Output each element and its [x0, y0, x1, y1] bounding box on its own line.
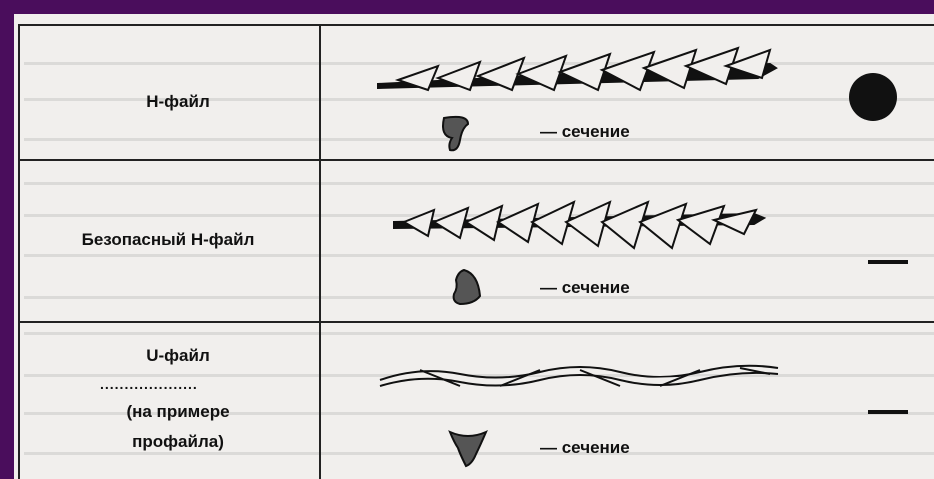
- note-line-1: (на примере: [98, 402, 258, 422]
- row-label-safe-h-file: Безопасный Н-файл: [28, 230, 308, 250]
- section-label: — сечение: [540, 438, 630, 458]
- row-label-u-file: U-файл: [98, 346, 258, 366]
- table-border-top: [18, 24, 934, 26]
- section-label: — сечение: [540, 122, 630, 142]
- filled-circle-icon: [848, 72, 898, 122]
- file-types-table: H-файл — сечение Безопасный Н-файл: [18, 24, 934, 479]
- table-border-left: [18, 24, 20, 479]
- row-divider: [18, 159, 934, 161]
- note-line-2: профайла): [98, 432, 258, 452]
- dash-icon: [868, 410, 908, 416]
- cross-section-icon: [444, 268, 488, 308]
- safe-h-file-drawing: [394, 192, 774, 258]
- column-divider: [319, 24, 321, 479]
- h-file-drawing: [378, 44, 778, 114]
- dash-icon: [868, 260, 908, 266]
- section-label: — сечение: [540, 278, 630, 298]
- u-file-drawing: [380, 352, 780, 402]
- cross-section-icon: [446, 424, 490, 468]
- dotted-separator: ....................: [100, 376, 198, 392]
- cross-section-icon: [438, 114, 474, 154]
- figure-frame: H-файл — сечение Безопасный Н-файл: [14, 14, 934, 479]
- row-label-h-file: H-файл: [98, 92, 258, 112]
- row-divider: [18, 321, 934, 323]
